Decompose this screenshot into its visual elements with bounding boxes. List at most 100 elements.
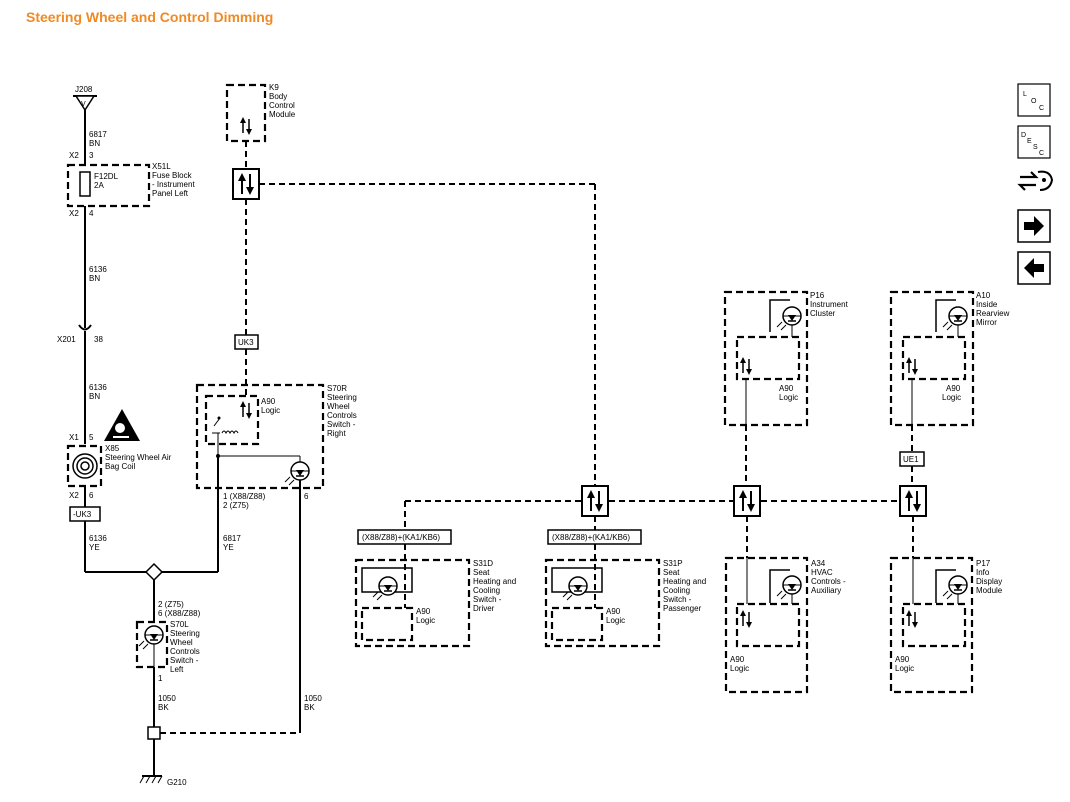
s70r-desc: Wheel: [327, 402, 350, 411]
lin-node-s31p: [581, 485, 609, 517]
wire-color-label: BK: [158, 703, 169, 712]
page-title: Steering Wheel and Control Dimming: [26, 9, 274, 25]
location-view-button[interactable]: L O C: [1017, 83, 1051, 117]
g210-ground-icon: G210: [139, 775, 187, 787]
x51l-desc: Panel Left: [152, 189, 189, 198]
a90-label: A90: [946, 384, 961, 393]
wire-color-label: YE: [89, 543, 100, 552]
ue1-label-box: UE1: [899, 451, 925, 467]
connector-label: X2: [69, 209, 79, 218]
pin-label: 6: [304, 492, 309, 501]
s70r-desc: Right: [327, 429, 346, 438]
s70l-desc: Controls: [170, 647, 200, 656]
airbag-warning-icon: [104, 409, 140, 441]
pin-label: 4: [89, 209, 94, 218]
a10-label: A10: [976, 291, 991, 300]
desc-letter: D: [1021, 132, 1026, 139]
s70l-steering-switch-left: S70L Steering Wheel Controls Switch - Le…: [135, 620, 200, 674]
s31p-label: S31P: [663, 559, 683, 568]
ue1-label: UE1: [903, 455, 919, 464]
logic-label: Logic: [779, 393, 798, 402]
k9-desc: Module: [269, 110, 296, 119]
loc-letter: L: [1023, 91, 1027, 98]
loc-letter: C: [1039, 105, 1044, 112]
vehicle-link-icon[interactable]: [1017, 170, 1054, 191]
s31p-desc: Passenger: [663, 604, 702, 613]
s70l-desc: Wheel: [170, 638, 193, 647]
wire-color-label: BN: [89, 274, 100, 283]
lin-node-p17: [899, 485, 927, 517]
desc-letter: S: [1033, 144, 1038, 151]
k9-desc: Control: [269, 101, 295, 110]
x85-label: X85: [105, 444, 120, 453]
a10-inside-rearview-mirror: A90 Logic A10 Inside Rearview Mirror: [889, 290, 1010, 427]
desc-letter: E: [1027, 138, 1032, 145]
a34-hvac-controls-auxiliary: A90 Logic A34 HVAC Controls - Auxiliary: [724, 556, 846, 694]
s31p-desc: Heating and: [663, 577, 706, 586]
wire-6817-label: 6817: [89, 130, 107, 139]
s31p-option-box: (X88/Z88)+(KA1/KB6): [547, 529, 642, 545]
s31d-desc: Cooling: [473, 586, 500, 595]
next-arrow-button[interactable]: [1017, 209, 1051, 243]
p17-label: P17: [976, 559, 991, 568]
svg-text:V: V: [81, 101, 86, 108]
s31p-desc: Switch -: [663, 595, 692, 604]
a34-label: A34: [811, 559, 826, 568]
a90-label: A90: [416, 607, 431, 616]
s70l-label: S70L: [170, 620, 189, 629]
wire-label: 6136: [89, 265, 107, 274]
wire-color-label: BK: [304, 703, 315, 712]
pin-label: 2 (Z75): [158, 600, 184, 609]
wire-color-label: BN: [89, 392, 100, 401]
connector-label: X2: [69, 151, 79, 160]
k9-body-control-module: K9 Body Control Module: [225, 83, 296, 143]
logic-label: Logic: [606, 616, 625, 625]
ground-splice: [147, 726, 161, 740]
pin-label: 6 (X88/Z88): [158, 609, 201, 618]
a34-desc: HVAC: [811, 568, 833, 577]
description-view-button[interactable]: D E S C: [1017, 125, 1051, 159]
logic-label: Logic: [416, 616, 435, 625]
wire-color-label: YE: [223, 543, 234, 552]
x51l-desc: - Instrument: [152, 180, 195, 189]
s70l-desc: Steering: [170, 629, 200, 638]
wire-label: 6136: [89, 383, 107, 392]
pin-label: 6: [89, 491, 94, 500]
s31p-desc: Cooling: [663, 586, 690, 595]
p17-desc: Display: [976, 577, 1002, 586]
s70l-desc: Switch -: [170, 656, 199, 665]
a10-desc: Inside: [976, 300, 998, 309]
s31d-desc: Heating and: [473, 577, 516, 586]
x85-desc: Bag Coil: [105, 462, 135, 471]
previous-arrow-button[interactable]: [1017, 251, 1051, 285]
logic-label: Logic: [730, 664, 749, 673]
pin-label: 5: [89, 433, 94, 442]
p16-desc: Instrument: [810, 300, 849, 309]
s70r-label: S70R: [327, 384, 347, 393]
x85-airbag-coil: X85 Steering Wheel Air Bag Coil: [66, 444, 172, 488]
logic-label: Logic: [895, 664, 914, 673]
connector-label: X2: [69, 491, 79, 500]
uk3-neg-label: -UK3: [73, 510, 92, 519]
loc-letter: O: [1031, 98, 1037, 105]
k9-desc: Body: [269, 92, 287, 101]
wire-label: 1050: [158, 694, 176, 703]
x51l-label: X51L: [152, 162, 171, 171]
s31d-seat-switch-driver: A90 Logic S31D Seat Heating and Cooling …: [354, 558, 516, 648]
wire-label: 1050: [304, 694, 322, 703]
x51l-fuse-block: F12DL 2A X51L Fuse Block - Instrument Pa…: [66, 162, 195, 208]
p16-instrument-cluster: A90 Logic P16 Instrument Cluster: [723, 290, 849, 427]
s31d-desc: Driver: [473, 604, 495, 613]
s70r-desc: Steering: [327, 393, 357, 402]
option-label: (X88/Z88)+(KA1/KB6): [362, 533, 440, 542]
p17-desc: Module: [976, 586, 1003, 595]
desc-letter: C: [1039, 150, 1044, 157]
s70l-desc: Left: [170, 665, 184, 674]
s70r-steering-switch-right: A90 Logic S70R Steering Wheel Controls S…: [195, 383, 357, 490]
s31p-desc: Seat: [663, 568, 680, 577]
fuse-name: F12DL: [94, 172, 119, 181]
a10-desc: Rearview: [976, 309, 1010, 318]
a34-desc: Auxiliary: [811, 586, 841, 595]
logic-label: Logic: [942, 393, 961, 402]
